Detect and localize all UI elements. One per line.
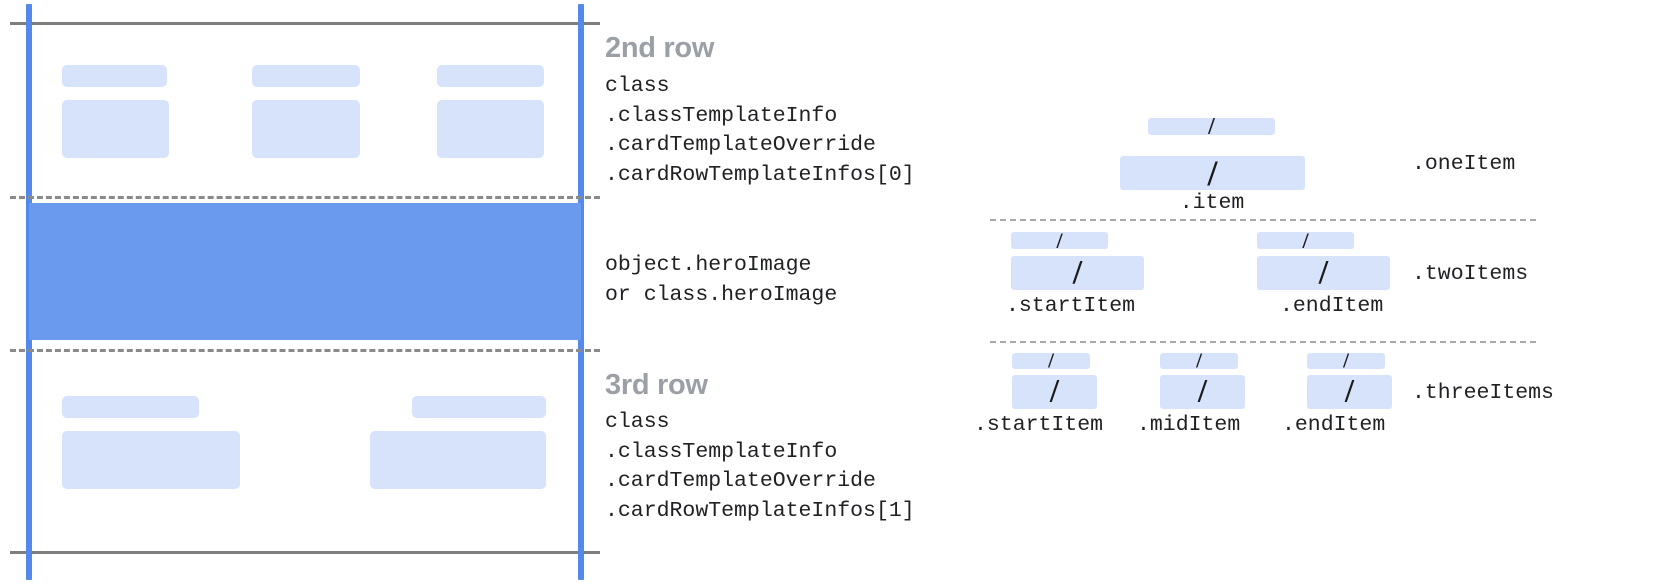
second-row-content	[0, 0, 600, 200]
hero-image-code: object.heroImage or class.heroImage	[605, 253, 838, 307]
two-items-start-body-box: /	[1011, 256, 1144, 290]
annotation-column: 2nd row class .classTemplateInfo .cardTe…	[600, 0, 980, 584]
divider-below-hero	[10, 349, 600, 352]
hero-image-band	[29, 203, 581, 340]
three-items-end-body-box: /	[1307, 375, 1392, 409]
card-bottom-border	[10, 551, 600, 554]
divider-two-three	[990, 341, 1536, 343]
one-item-sub-label: .item	[1179, 191, 1245, 215]
slash-glyph: /	[1072, 256, 1083, 290]
second-row-title: 2nd row	[605, 32, 715, 64]
card-preview-panel	[0, 0, 600, 584]
item-layouts-panel: / / .item .oneItem / / .startItem / /	[974, 0, 1676, 584]
slash-glyph: /	[1208, 118, 1215, 135]
placeholder-body-2	[252, 100, 360, 158]
slash-glyph: /	[1344, 375, 1355, 409]
two-items-start-label-box: /	[1011, 232, 1108, 249]
two-items-end-body-box: /	[1257, 256, 1390, 290]
placeholder-body-1	[62, 100, 169, 158]
two-items-group-label: .twoItems	[1412, 262, 1529, 286]
two-items-end-label-box: /	[1257, 232, 1354, 249]
card-right-edge-rule	[578, 4, 584, 580]
two-items-group: / / .startItem / / .endItem .twoItems	[980, 224, 1676, 334]
two-items-start-sub-label: .startItem	[1006, 294, 1136, 318]
three-items-mid-label-box: /	[1160, 353, 1238, 369]
three-items-group: / / .startItem / / .midItem / / .endItem…	[974, 345, 1676, 455]
three-items-mid-body-box: /	[1160, 375, 1245, 409]
slash-glyph: /	[1048, 353, 1054, 369]
third-row-title: 3rd row	[605, 369, 708, 401]
placeholder-label-1	[62, 65, 167, 87]
one-item-group: / / .item .oneItem	[980, 100, 1676, 215]
divider-one-two	[990, 219, 1536, 221]
second-row-code: class .classTemplateInfo .cardTemplateOv…	[605, 74, 915, 187]
placeholder-body-4	[62, 431, 240, 489]
one-item-body-box: /	[1120, 156, 1305, 190]
placeholder-body-3	[437, 100, 544, 158]
slash-glyph: /	[1197, 375, 1208, 409]
three-items-mid-sub-label: .midItem	[1137, 413, 1241, 437]
slash-glyph: /	[1207, 156, 1218, 190]
slash-glyph: /	[1056, 232, 1063, 249]
three-items-end-sub-label: .endItem	[1282, 413, 1386, 437]
slash-glyph: /	[1049, 375, 1060, 409]
third-row-content	[0, 349, 600, 549]
three-items-start-body-box: /	[1012, 375, 1097, 409]
one-item-group-label: .oneItem	[1412, 152, 1516, 176]
three-items-start-label-box: /	[1012, 353, 1090, 369]
slash-glyph: /	[1196, 353, 1202, 369]
one-item-label-box: /	[1148, 118, 1275, 135]
card-top-border	[10, 22, 600, 25]
placeholder-label-5	[412, 396, 546, 418]
three-items-group-label: .threeItems	[1412, 381, 1554, 405]
three-items-end-label-box: /	[1307, 353, 1385, 369]
slash-glyph: /	[1343, 353, 1349, 369]
placeholder-label-3	[437, 65, 544, 87]
two-items-end-sub-label: .endItem	[1280, 294, 1384, 318]
placeholder-label-2	[252, 65, 360, 87]
three-items-start-sub-label: .startItem	[974, 413, 1104, 437]
third-row-code: class .classTemplateInfo .cardTemplateOv…	[605, 410, 915, 523]
placeholder-label-4	[62, 396, 199, 418]
slash-glyph: /	[1318, 256, 1329, 290]
placeholder-body-5	[370, 431, 546, 489]
divider-above-hero	[10, 196, 600, 199]
slash-glyph: /	[1302, 232, 1309, 249]
